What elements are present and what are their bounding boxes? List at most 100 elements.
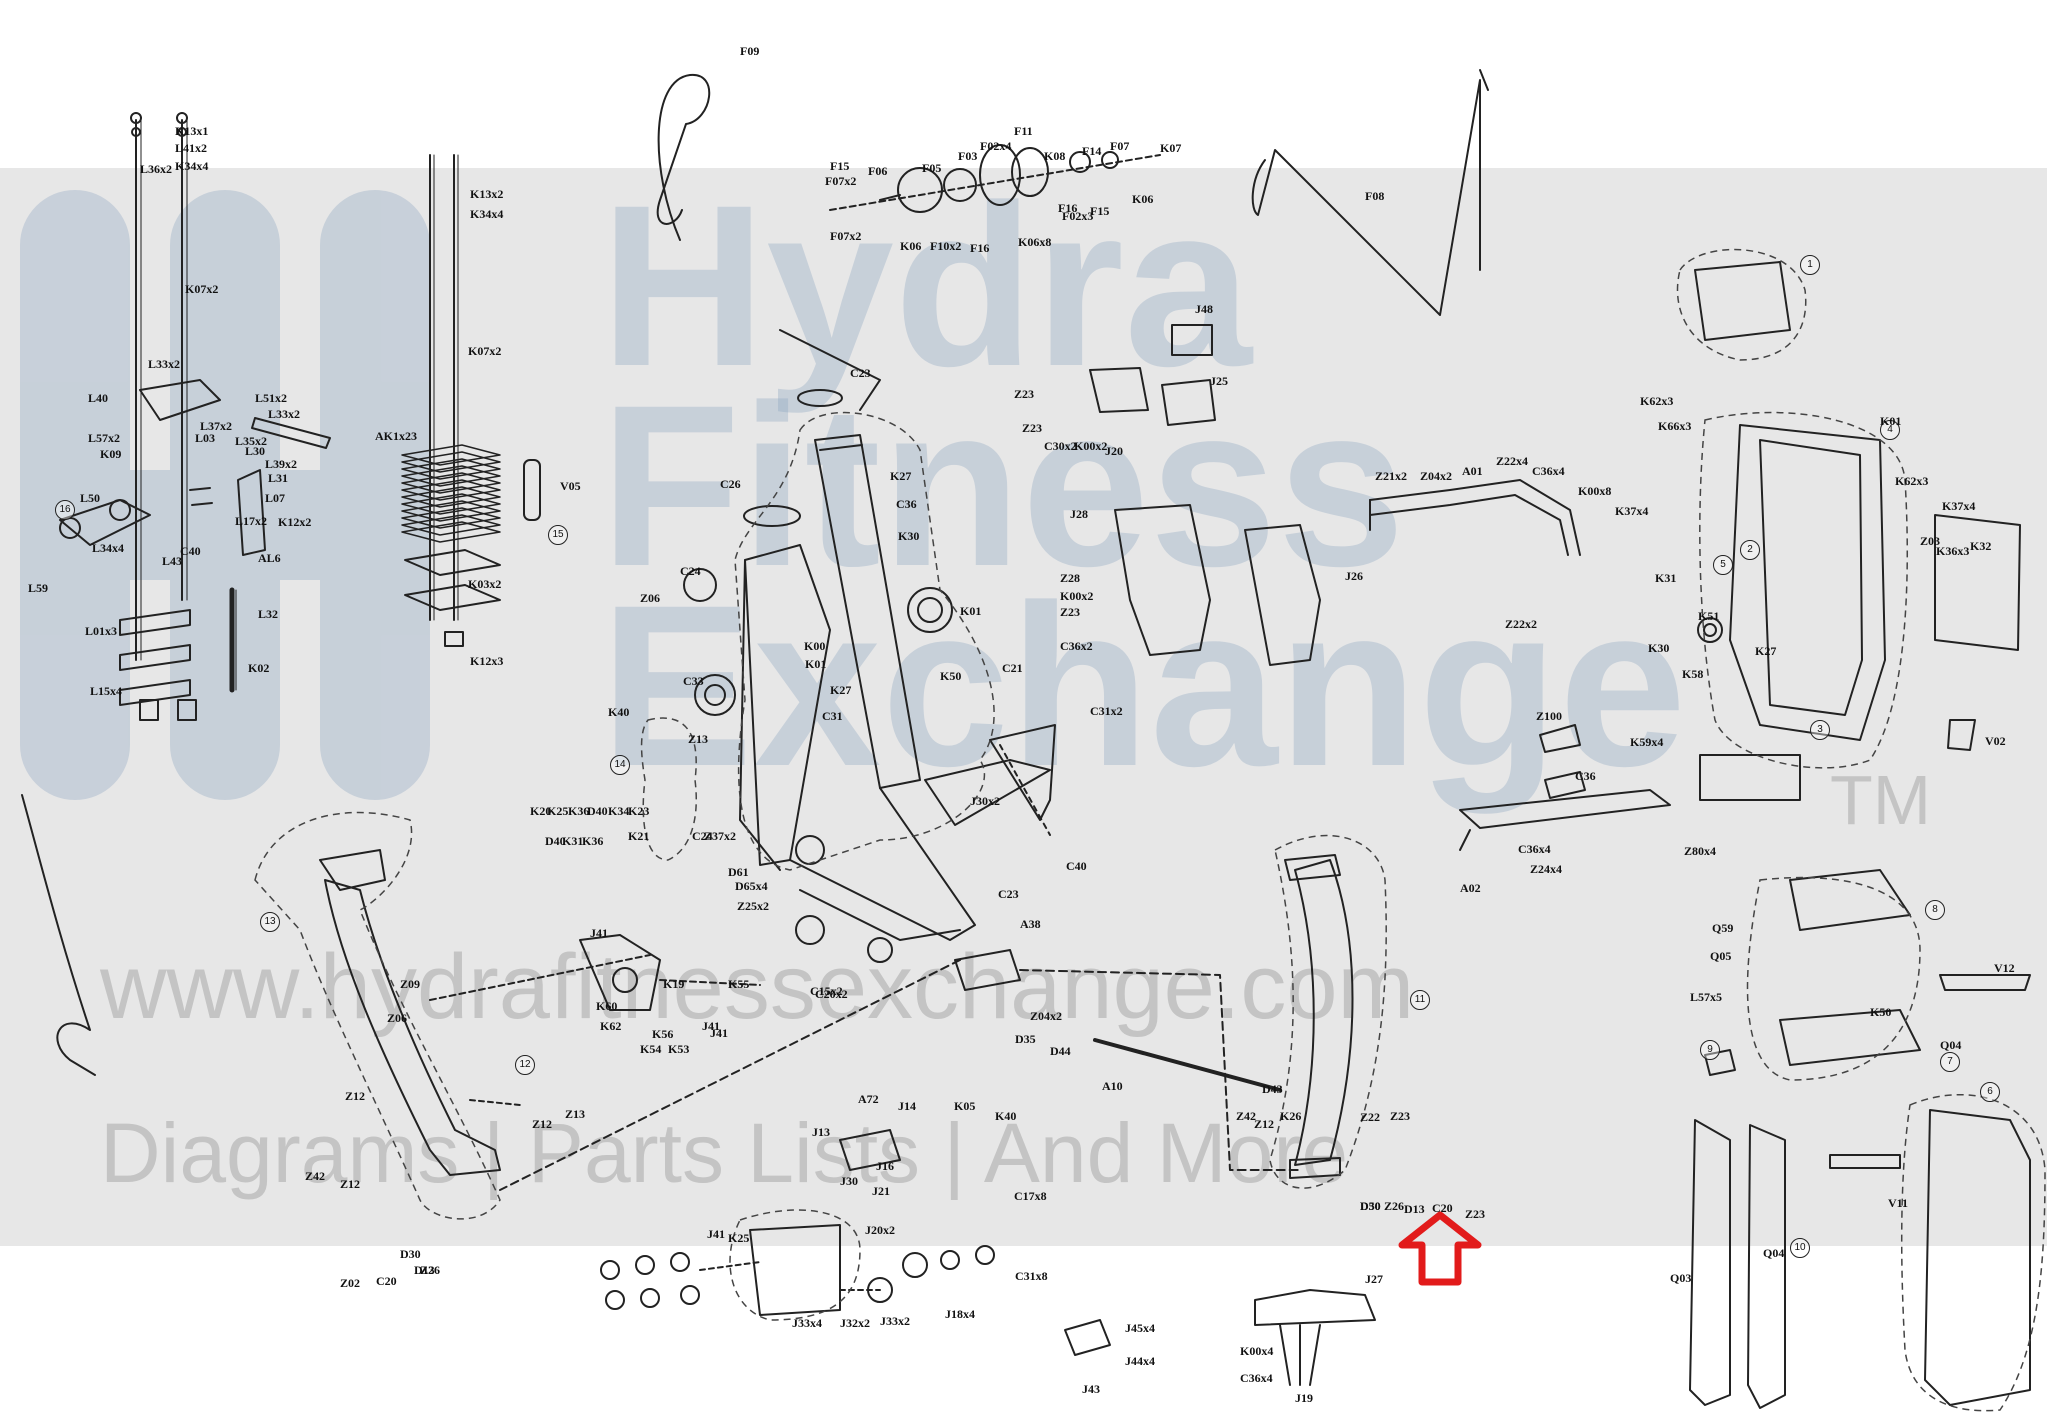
part-label: A38 <box>1020 917 1041 931</box>
part-label: K21 <box>628 829 650 843</box>
part-label: Q03 <box>1670 1271 1692 1285</box>
part-label: L30 <box>245 444 266 458</box>
part-label: Z22x2 <box>1505 617 1538 631</box>
part-label: J19 <box>1295 1391 1313 1405</box>
part-label: F09 <box>740 44 760 58</box>
part-label: L36x2 <box>140 162 173 176</box>
part-label: L41x2 <box>175 141 208 155</box>
part-label: J41 <box>710 1026 728 1040</box>
assembly-callout: 10 <box>1790 1238 1810 1258</box>
part-label: C36x4 <box>1532 464 1565 478</box>
part-label: C17x8 <box>1014 1189 1047 1203</box>
part-label: Z42 <box>1236 1109 1257 1123</box>
assembly-callout: 11 <box>1410 990 1430 1010</box>
part-label: K59x4 <box>1630 735 1664 749</box>
part-label: D65x4 <box>735 879 768 893</box>
part-label: K55 <box>728 977 750 991</box>
part-label: K30 <box>1648 641 1670 655</box>
part-label: L34x4 <box>92 541 125 555</box>
part-label: K01 <box>960 604 982 618</box>
seat-pads <box>1089 324 1321 666</box>
part-label: J41 <box>590 926 608 940</box>
part-label: K31 <box>1655 571 1677 585</box>
part-label: L40 <box>88 391 109 405</box>
part-label: K01 <box>1880 414 1902 428</box>
part-label: C20 <box>376 1274 397 1288</box>
part-label: K00x4 <box>1240 1344 1274 1358</box>
part-label: Q04 <box>1940 1038 1962 1052</box>
part-label: K13x1 <box>175 124 209 138</box>
part-label: L07 <box>265 491 286 505</box>
part-label: J13 <box>812 1125 830 1139</box>
part-label: K62x3 <box>1640 394 1674 408</box>
part-label: K07x2 <box>468 344 502 358</box>
top-pulley-assembly <box>829 144 1161 213</box>
linkage-rod-assembly <box>499 949 1301 1191</box>
part-label: J32x2 <box>840 1316 870 1330</box>
part-label: C40 <box>180 544 201 558</box>
part-label: Z26 <box>420 1263 441 1277</box>
part-label: Z22 <box>1360 1110 1381 1124</box>
part-label: D61 <box>728 865 749 879</box>
part-label: Z12 <box>345 1089 366 1103</box>
part-label: C31x8 <box>1015 1269 1048 1283</box>
part-label: Z23 <box>1014 387 1035 401</box>
part-label: Z42 <box>305 1169 326 1183</box>
rear-assembly <box>1694 261 2021 801</box>
part-label: K09 <box>100 447 122 461</box>
part-label: Z25x2 <box>737 899 770 913</box>
part-label: Z100 <box>1536 709 1563 723</box>
part-label: L01x3 <box>85 624 118 638</box>
part-label: K51 <box>1698 609 1720 623</box>
watermark-tagline: Diagrams | Parts Lists | And More <box>100 1106 1349 1200</box>
part-label: L51x2 <box>255 391 288 405</box>
part-label: Z26 <box>1384 1199 1405 1213</box>
part-label: J48 <box>1195 302 1213 316</box>
part-label: Z06 <box>640 591 661 605</box>
part-label: L33x2 <box>148 357 181 371</box>
bottom-seat <box>1254 1289 1376 1386</box>
part-label: Z12 <box>340 1177 361 1191</box>
part-label: Z23 <box>1022 421 1043 435</box>
part-label: Z80x4 <box>1684 844 1717 858</box>
part-label: A02 <box>1460 881 1481 895</box>
part-label: K40 <box>995 1109 1017 1123</box>
right-cable <box>1251 69 1489 316</box>
part-label: K50 <box>940 669 962 683</box>
part-label: J41 <box>707 1227 725 1241</box>
part-label: L33x2 <box>268 407 301 421</box>
part-label: F02x3 <box>1062 209 1094 223</box>
part-label: K06x8 <box>1018 235 1052 249</box>
part-label: J30 <box>840 1174 858 1188</box>
part-label: Q05 <box>1710 949 1732 963</box>
part-label: D30 <box>1360 1199 1381 1213</box>
part-label: K62x3 <box>1895 474 1929 488</box>
part-label: J33x2 <box>880 1314 910 1328</box>
part-label: J26 <box>1345 569 1363 583</box>
assembly-outlines <box>254 248 2046 1412</box>
part-label: K19 <box>663 977 685 991</box>
part-label: F11 <box>1014 124 1033 138</box>
part-label: K40 <box>608 705 630 719</box>
assembly-callout: 15 <box>548 525 568 545</box>
part-label: L03 <box>195 431 216 445</box>
part-label: J27 <box>1365 1272 1383 1286</box>
part-label: Z37x2 <box>704 829 737 843</box>
part-label: Z23 <box>1060 605 1081 619</box>
part-label: K36 <box>582 834 604 848</box>
part-label: K32 <box>1970 539 1992 553</box>
part-label: K54 <box>640 1042 662 1056</box>
watermark-url: www.hydrafitnessexchange.com <box>100 936 1415 1038</box>
part-label: K60 <box>596 999 618 1013</box>
part-label: Q59 <box>1712 921 1734 935</box>
part-label: J21 <box>872 1184 890 1198</box>
assembly-callout: 5 <box>1713 555 1733 575</box>
part-label: F10x2 <box>930 239 962 253</box>
part-label: A72 <box>858 1092 879 1106</box>
part-label: J28 <box>1070 507 1088 521</box>
part-label: J20 <box>1105 444 1123 458</box>
part-label: K66x3 <box>1658 419 1692 433</box>
part-label: K00x2 <box>1074 439 1108 453</box>
part-label: Z12 <box>532 1117 553 1131</box>
part-label: Z12 <box>1254 1117 1275 1131</box>
